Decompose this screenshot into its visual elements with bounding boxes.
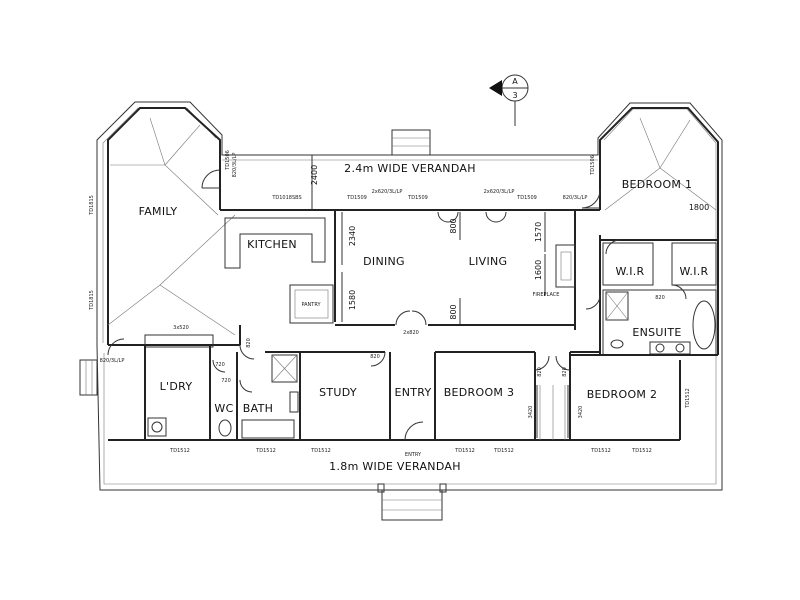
- code-w-top-e: 2x620/3L/LP: [484, 189, 515, 195]
- dim-3420b: 3420: [578, 406, 584, 419]
- code-d820-bed3: 820: [537, 367, 543, 377]
- laundry-label: L'DRY: [160, 380, 193, 393]
- code-w-top-c: 2x620/3L/LP: [372, 189, 403, 195]
- code-w-bot-a: TD1512: [169, 448, 190, 454]
- dim-2340: 2340: [348, 226, 357, 246]
- window-codes: TD1018SBS TD1509 2x620/3L/LP TD1509 2x62…: [89, 150, 691, 454]
- code-w-top-b: TD1509: [346, 195, 367, 201]
- code-w-right: TD1512: [685, 388, 691, 409]
- family-label: FAMILY: [139, 205, 178, 218]
- code-w-left-a: TD1815: [89, 195, 95, 216]
- bedroom1-size: 1800: [689, 203, 709, 212]
- kitchen-label: KITCHEN: [247, 238, 297, 251]
- dining-label: DINING: [363, 255, 405, 268]
- code-w-bot-c: TD1512: [310, 448, 331, 454]
- wir-left-label: W.I.R: [616, 265, 645, 278]
- code-w-bot-e: TD1512: [493, 448, 514, 454]
- bedroom2-label: BEDROOM 2: [587, 388, 658, 401]
- dim-1580: 1580: [348, 290, 357, 310]
- code-w-top-d: TD1509: [407, 195, 428, 201]
- code-d2x820: 2x820: [403, 330, 419, 336]
- door-swings: [107, 169, 687, 441]
- dim-800b: 800: [449, 304, 458, 319]
- verandah-bottom-label: 1.8m WIDE VERANDAH: [329, 460, 461, 473]
- code-d720: 720: [215, 362, 225, 368]
- fireplace-label: FIREPLACE: [533, 292, 560, 298]
- bedroom1-label: BEDROOM 1: [622, 178, 693, 191]
- code-w-bot-g: TD1512: [631, 448, 652, 454]
- code-w-bot-d: TD1512: [454, 448, 475, 454]
- code-w-top-a: TD1018SBS: [271, 195, 301, 201]
- dimension-lines: [311, 155, 569, 438]
- bath-label: BATH: [243, 402, 273, 415]
- dim-3420a: 3420: [528, 406, 534, 419]
- code-d820-hall: 820: [246, 338, 252, 348]
- code-w-vert-a: TD1506: [225, 150, 231, 171]
- section-marker: A 3: [489, 74, 529, 126]
- dim-800a: 800: [449, 218, 458, 233]
- code-d820-bed2: 820: [562, 367, 568, 377]
- code-w-bot-f: TD1512: [590, 448, 611, 454]
- wir-right-label: W.I.R: [680, 265, 709, 278]
- room-labels: 2.4m WIDE VERANDAH 1.8m WIDE VERANDAH FA…: [139, 162, 710, 473]
- entry-door-label: ENTRY: [405, 452, 422, 458]
- code-w-top-f: TD1509: [516, 195, 537, 201]
- code-d720b: 720: [221, 378, 231, 384]
- code-w-top-g: 820/3L/LP: [563, 195, 588, 201]
- code-d820-left: 820/3L/LP: [100, 358, 125, 364]
- code-w-left-b: TD1815: [89, 290, 95, 311]
- bedroom3-label: BEDROOM 3: [444, 386, 515, 399]
- code-d820-wir: 820: [655, 295, 665, 301]
- dim-1600: 1600: [534, 260, 543, 280]
- dim-1570: 1570: [534, 222, 543, 242]
- code-w-vert-b: 820/3L/LP: [232, 153, 238, 178]
- verandah-top-label: 2.4m WIDE VERANDAH: [344, 162, 476, 175]
- living-label: LIVING: [469, 255, 508, 268]
- code-w-vert-c: TD1506: [590, 155, 596, 176]
- section-letter: A: [512, 77, 518, 86]
- code-d-laundry: 3x520: [173, 325, 189, 331]
- dimension-values: 2400 2340 1580 800 800 1570 1600 3420 34…: [310, 165, 584, 419]
- house-walls: [107, 107, 719, 441]
- section-number: 3: [512, 91, 517, 100]
- code-w-bot-b: TD1512: [255, 448, 276, 454]
- dim-verandah: 2400: [310, 165, 319, 185]
- pantry-label: PANTRY: [301, 302, 321, 308]
- code-d820-study: 820: [370, 354, 380, 360]
- entry-label: ENTRY: [394, 386, 431, 399]
- wc-label: WC: [214, 402, 233, 415]
- study-label: STUDY: [319, 386, 357, 399]
- ensuite-label: ENSUITE: [632, 326, 681, 339]
